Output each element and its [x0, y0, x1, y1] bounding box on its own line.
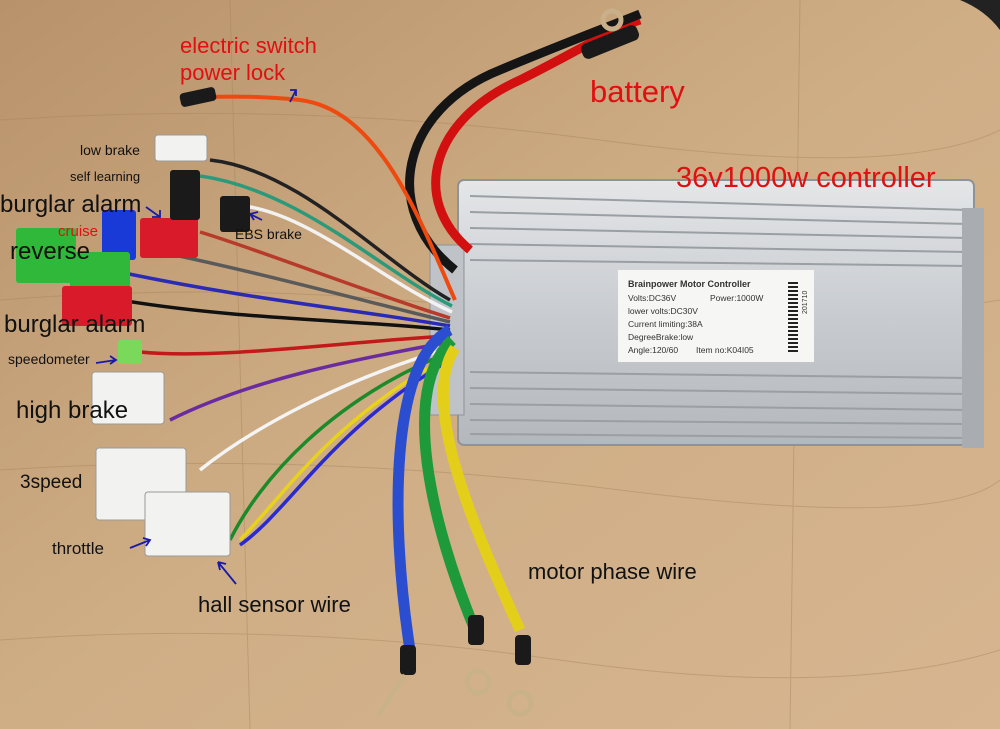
label-hall-sensor-wire: hall sensor wire — [198, 592, 351, 617]
label-cruise: cruise — [58, 223, 99, 240]
throttle-arrow-icon — [129, 537, 152, 549]
label-burglar-alarm-mid: burglar alarm — [4, 311, 146, 338]
controller-label-sticker: Brainpower Motor Controller Volts:DC36V … — [618, 270, 814, 362]
label-low-brake: low brake — [80, 142, 140, 158]
burglar-alarm-arrow-icon — [145, 206, 161, 218]
ebs-brake-arrow-icon — [249, 211, 263, 221]
label-motor-phase-wire: motor phase wire — [528, 559, 697, 584]
sticker-degree-brake: DegreeBrake:low — [628, 332, 694, 342]
label-power-lock: power lock — [180, 60, 286, 85]
label-ebs-brake: EBS brake — [235, 226, 302, 242]
sticker-current: Current limiting:38A — [628, 319, 703, 329]
label-electric-switch: electric switch — [180, 33, 317, 58]
sticker-title: Brainpower Motor Controller — [628, 279, 751, 289]
label-burglar-alarm-top: burglar alarm — [0, 191, 142, 218]
sticker-angle: Angle:120/60 — [628, 345, 679, 355]
label-speedometer: speedometer — [8, 351, 90, 367]
label-reverse: reverse — [10, 238, 91, 265]
label-high-brake: high brake — [16, 397, 129, 424]
sticker-lower-volts: lower volts:DC30V — [628, 306, 698, 316]
label-throttle: throttle — [52, 539, 104, 558]
label-controller: 36v1000w controller — [676, 162, 936, 194]
label-3speed: 3speed — [20, 472, 83, 493]
label-battery: battery — [590, 74, 685, 109]
speedometer-arrow-icon — [95, 355, 118, 365]
hall-sensor-arrow-icon — [217, 561, 237, 585]
label-self-learning: self learning — [70, 169, 141, 184]
sticker-volts: Volts:DC36V — [628, 293, 677, 303]
sticker-power: Power:1000W — [710, 293, 764, 303]
power-lock-arrow-icon — [289, 89, 297, 103]
barcode — [788, 282, 798, 352]
sticker-item: Item no:K04I05 — [696, 345, 754, 355]
